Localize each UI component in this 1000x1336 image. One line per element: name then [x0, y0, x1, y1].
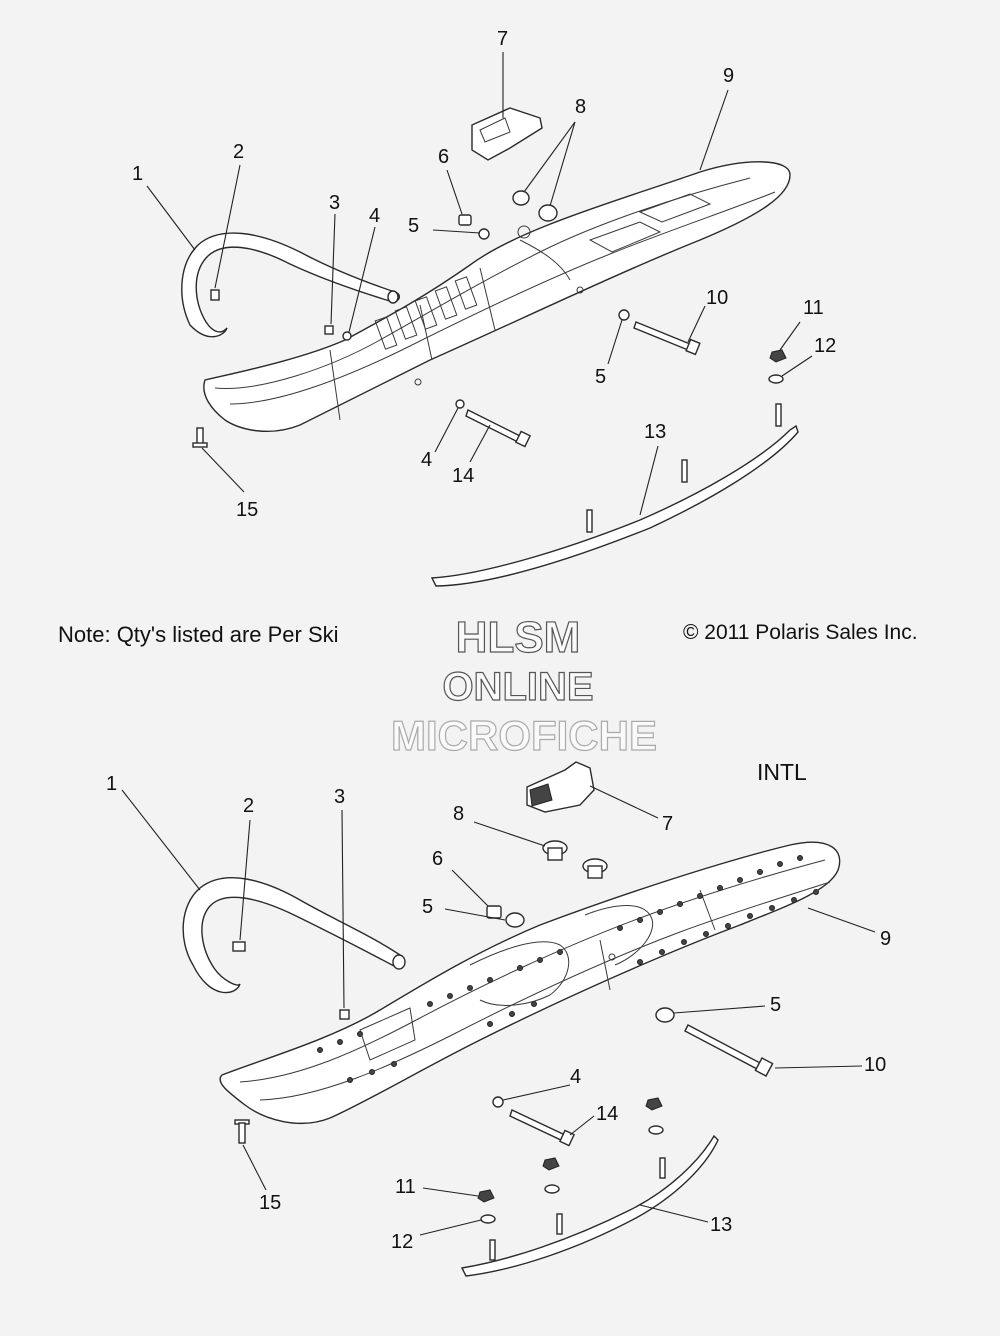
bottom-part-12a: [648, 1125, 664, 1135]
bottom-part-11c: [477, 1189, 495, 1203]
callout-5: 5: [422, 896, 433, 918]
top-part-13: [430, 403, 799, 587]
bottom-part-14: [509, 1109, 575, 1147]
callout-3: 3: [329, 192, 340, 214]
bottom-part-5b: [655, 1007, 675, 1023]
top-part-4a: [342, 331, 352, 341]
callout-4: 4: [421, 449, 432, 471]
copyright-text: © 2011 Polaris Sales Inc.: [683, 621, 918, 644]
callout-13: 13: [644, 421, 666, 443]
bottom-part-11a: [645, 1097, 663, 1111]
intl-label: INTL: [757, 759, 807, 785]
watermark: HLSM ONLINE MICROFICHE: [390, 612, 657, 759]
bottom-part-12b: [544, 1184, 560, 1194]
bottom-ski-loop: [182, 877, 406, 994]
callout-3: 3: [334, 786, 345, 808]
callout-15: 15: [259, 1192, 281, 1214]
top-ski-loop: [181, 232, 400, 338]
callout-8: 8: [453, 803, 464, 825]
callout-15: 15: [236, 499, 258, 521]
callout-5: 5: [595, 366, 606, 388]
callout-13: 13: [710, 1214, 732, 1236]
top-part-3: [324, 325, 334, 335]
top-part-12: [768, 374, 784, 384]
watermark-line-3: MICROFICHE: [391, 712, 657, 759]
callout-1: 1: [106, 773, 117, 795]
bottom-part-12c: [480, 1214, 496, 1224]
callout-6: 6: [438, 146, 449, 168]
top-part-14: [465, 409, 532, 448]
bottom-part-7: [526, 761, 595, 813]
top-part-11: [769, 349, 787, 363]
top-part-5b: [618, 309, 630, 321]
callout-10: 10: [706, 287, 728, 309]
callout-12: 12: [814, 335, 836, 357]
note-text: Note: Qty's listed are Per Ski: [58, 622, 339, 647]
top-part-10: [633, 321, 701, 356]
top-assembly: 1 2 3 4 5 6 7 8 9 10 11 12 5 13 4 14 15: [132, 28, 836, 587]
callout-14: 14: [596, 1103, 618, 1125]
top-part-8a: [512, 190, 530, 206]
bottom-ski-body: [219, 841, 841, 1125]
callout-7: 7: [497, 28, 508, 50]
callout-12: 12: [391, 1231, 413, 1253]
watermark-line-2: ONLINE: [442, 665, 593, 709]
callout-4: 4: [570, 1066, 581, 1088]
callout-2: 2: [243, 795, 254, 817]
top-part-8b: [538, 204, 558, 222]
bottom-part-3: [339, 1009, 350, 1020]
callout-5: 5: [408, 215, 419, 237]
top-part-2: [210, 289, 220, 301]
bottom-part-2: [232, 941, 246, 952]
bottom-part-5a: [505, 912, 525, 928]
callout-9: 9: [723, 65, 734, 87]
callout-6: 6: [432, 848, 443, 870]
bottom-part-13: [460, 1134, 719, 1277]
bottom-part-4: [492, 1096, 504, 1108]
bottom-assembly: 1 2 3 7 8 6 5 9 5 10 4 14 13 11 12 15: [106, 761, 891, 1277]
top-part-5a: [478, 228, 490, 240]
callout-4: 4: [369, 205, 380, 227]
callout-2: 2: [233, 141, 244, 163]
callout-8: 8: [575, 96, 586, 118]
bottom-part-8: [542, 840, 608, 879]
callout-1: 1: [132, 163, 143, 185]
callout-10: 10: [864, 1054, 886, 1076]
top-part-4b: [455, 399, 465, 409]
callout-5: 5: [770, 994, 781, 1016]
bottom-ski-studs: [317, 855, 819, 1083]
top-part-15: [192, 427, 208, 448]
callout-7: 7: [662, 813, 673, 835]
top-ski-body: [203, 161, 791, 433]
top-part-6: [458, 214, 472, 226]
watermark-line-1: HLSM: [456, 613, 581, 662]
callout-11: 11: [803, 297, 824, 319]
bottom-part-10: [684, 1024, 774, 1077]
bottom-part-15: [234, 1119, 250, 1144]
top-part-7: [471, 107, 543, 161]
callout-11: 11: [395, 1176, 416, 1198]
bottom-part-6: [486, 905, 502, 919]
callout-14: 14: [452, 465, 474, 487]
callout-9: 9: [880, 928, 891, 950]
bottom-part-11b: [542, 1157, 560, 1171]
